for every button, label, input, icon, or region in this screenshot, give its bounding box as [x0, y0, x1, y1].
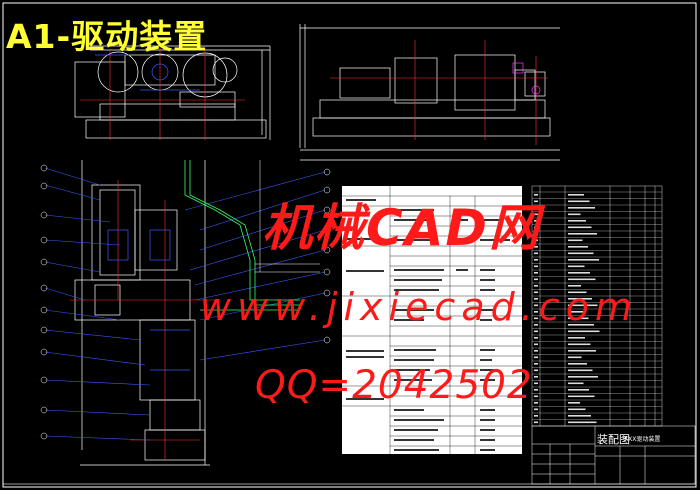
parts-list-entry: [568, 252, 594, 255]
parts-list-entry: [568, 363, 587, 365]
parts-list-entry: [568, 298, 592, 300]
parts-list-entry: [568, 233, 597, 235]
parts-list-number: [534, 369, 538, 372]
watermark-qq: QQ=2042502: [255, 363, 533, 408]
parts-list-entry: [568, 246, 588, 248]
parts-list-number: [534, 376, 538, 378]
parts-list-number: [534, 259, 538, 261]
parts-list-number: [534, 363, 538, 365]
parts-list-entry: [568, 402, 580, 404]
parts-list-number: [534, 291, 538, 294]
parts-list-entry: [568, 324, 594, 326]
parts-list-number: [534, 337, 538, 339]
front-view-top-left: [74, 45, 271, 140]
parts-list-number: [534, 395, 538, 398]
parts-list-number: [534, 304, 538, 307]
parts-list-number: [534, 233, 538, 235]
side-view-top-right: [299, 24, 560, 161]
parameter-table: [342, 186, 522, 454]
parts-list-number: [534, 213, 538, 216]
parts-list-number: [534, 382, 538, 385]
parts-list-entry: [568, 421, 597, 424]
leader-lines: [44, 167, 326, 441]
parts-list-entry: [568, 337, 585, 339]
parts-list-number: [534, 265, 538, 268]
parts-list-number: [534, 343, 538, 346]
parts-list-entry: [568, 408, 586, 411]
parts-list-number: [534, 415, 538, 417]
parts-list-entry: [568, 415, 591, 417]
inner-frame: [2, 2, 697, 485]
parts-list-entry: [568, 220, 586, 222]
parts-list-entry: [568, 239, 583, 242]
front-view-centerlines: [80, 48, 245, 140]
parts-list-number: [534, 194, 538, 196]
parts-list-number: [534, 389, 538, 391]
parts-list-entry: [568, 213, 581, 216]
parts-list-entry: [568, 350, 596, 352]
parts-list-number: [534, 285, 538, 287]
parts-list-entry: [568, 317, 589, 320]
parts-list-entry: [568, 285, 581, 287]
parts-list-number: [534, 408, 538, 411]
parts-list-entry: [568, 226, 592, 229]
parts-list-entry: [568, 330, 600, 333]
parts-list-entry: [568, 291, 587, 294]
parts-list-entry: [568, 389, 589, 391]
parts-list-entry: [568, 343, 591, 346]
parts-list-number: [534, 200, 538, 203]
parts-list-text: [534, 194, 600, 424]
parts-list-number: [534, 298, 538, 300]
parts-list-number: [534, 324, 538, 326]
parts-list-number: [534, 317, 538, 320]
parts-list-number: [534, 421, 538, 424]
side-view-centerlines: [330, 40, 548, 145]
parts-list-number: [534, 246, 538, 248]
parts-list-entry: [568, 311, 583, 313]
parts-list-entry: [568, 382, 584, 385]
parts-list-entry: [568, 272, 590, 274]
parts-list-number: [534, 350, 538, 352]
title-block-sub: XXX驱动装置: [624, 436, 661, 443]
parts-list-number: [534, 356, 538, 359]
parts-list-number: [534, 311, 538, 313]
parts-list-entry: [568, 259, 599, 261]
parts-list-number: [534, 207, 538, 209]
parts-list-entry: [568, 369, 593, 372]
parts-list-number: [534, 252, 538, 255]
drawing-title: A1-驱动装置: [6, 17, 208, 56]
green-piping: [184, 160, 300, 311]
title-block-name: 装配图: [597, 433, 630, 446]
parts-list-number: [534, 220, 538, 222]
parts-list-entry: [568, 395, 595, 398]
front-view-blue: [95, 54, 200, 91]
parts-list-number: [534, 272, 538, 274]
parts-list-rows: [532, 191, 662, 420]
parts-list-number: [534, 226, 538, 229]
parts-list-entry: [568, 376, 598, 378]
parts-list-entry: [568, 265, 585, 268]
plan-view-blue: [107, 229, 190, 371]
leader-circles: [40, 164, 331, 440]
parts-list-number: [534, 330, 538, 333]
parts-list-number: [534, 239, 538, 242]
parts-list-entry: [568, 304, 598, 307]
title-block: [531, 425, 696, 485]
parts-list-entry: [568, 200, 590, 203]
parts-list-entry: [568, 278, 596, 281]
watermark-site-name: 机械CAD网: [262, 199, 541, 257]
parts-list-number: [534, 278, 538, 281]
parts-list-entry: [568, 356, 582, 359]
parts-list-entry: [568, 207, 595, 209]
plan-view-left: [74, 160, 210, 466]
parts-list-number: [534, 402, 538, 404]
parts-list-entry: [568, 194, 584, 196]
side-view-magenta: [512, 62, 541, 95]
watermark-url: www.jixiecad.com: [200, 285, 638, 329]
dim-lines-mid: [255, 160, 320, 273]
